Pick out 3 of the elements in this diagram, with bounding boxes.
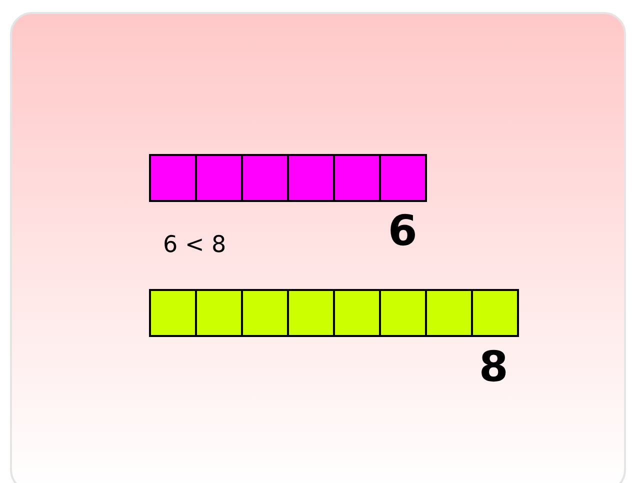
number-label: 8	[479, 342, 508, 391]
comparison-text: 6 < 8	[163, 232, 226, 258]
number-label: 6	[388, 206, 418, 255]
